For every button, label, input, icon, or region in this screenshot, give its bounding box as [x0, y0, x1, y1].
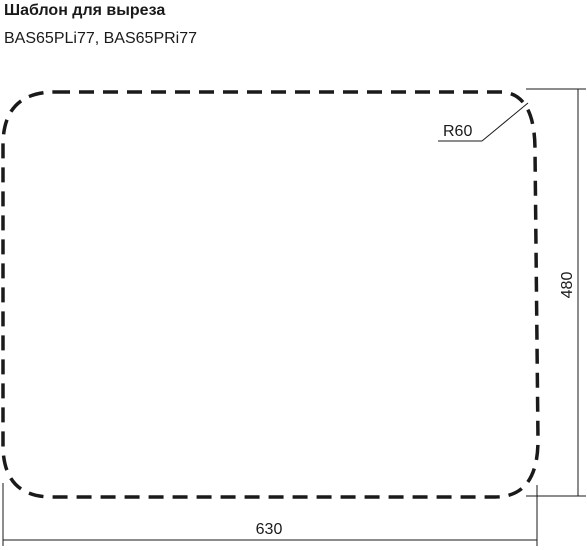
model-numbers: BAS65PLi77, BAS65PRi77	[4, 30, 198, 47]
width-label: 630	[256, 521, 283, 538]
radius-pointer-line	[481, 102, 529, 142]
template-title: Шаблон для выреза	[4, 2, 166, 19]
cutout-outline	[1, 90, 540, 499]
radius-label: R60	[443, 123, 472, 140]
height-label: 480	[559, 272, 576, 299]
